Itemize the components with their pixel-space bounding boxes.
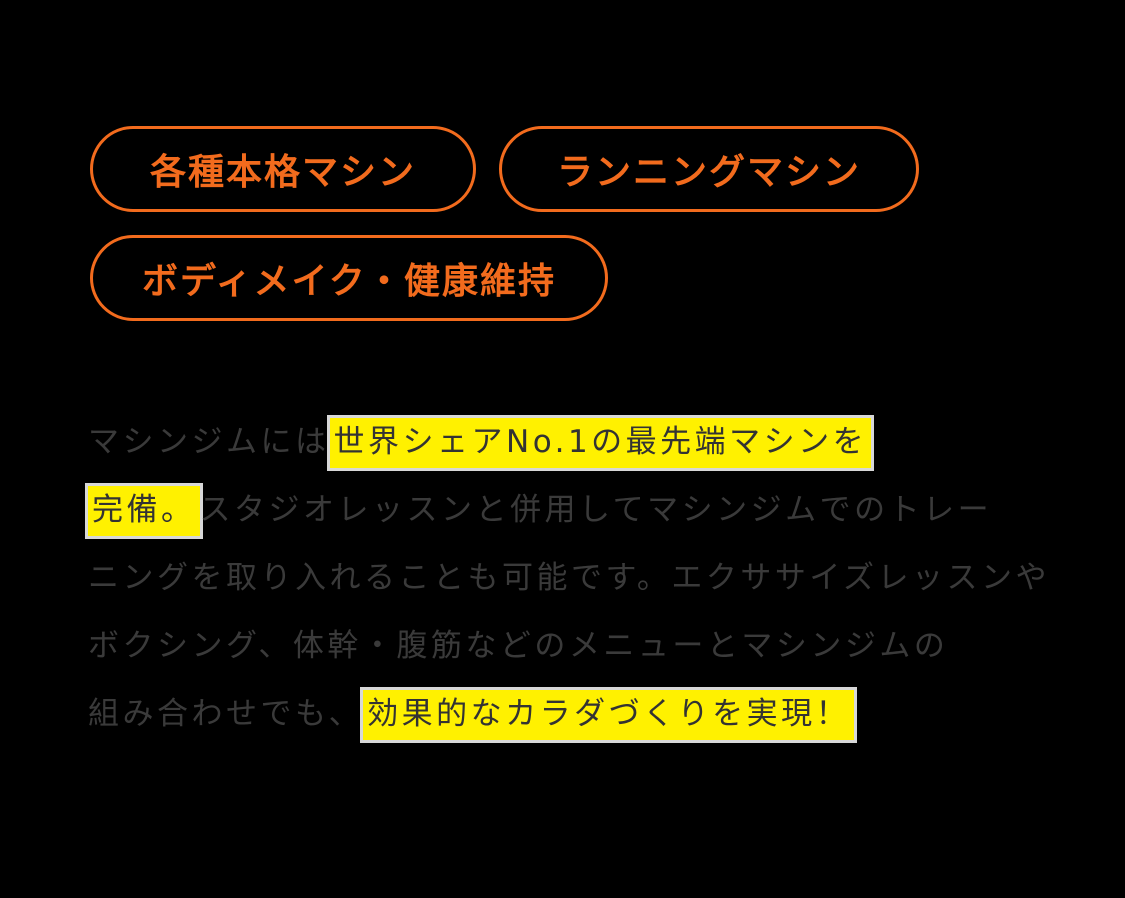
plain-text: ニングを取り入れることも可能です。エクササイズレッスンや bbox=[88, 560, 1050, 596]
description-line: 組み合わせでも、効果的なカラダづくりを実現！ bbox=[88, 680, 1048, 748]
description-line: 完備。スタジオレッスンと併用してマシンジムでのトレー bbox=[88, 476, 1048, 544]
description-line: マシンジムには世界シェアNo.1の最先端マシンを bbox=[88, 408, 1048, 476]
plain-text: 組み合わせでも、 bbox=[88, 696, 364, 732]
highlighted-text: 効果的なカラダづくりを実現！ bbox=[363, 690, 855, 740]
highlighted-text: 世界シェアNo.1の最先端マシンを bbox=[329, 418, 872, 468]
tag-pill-running-machines: ランニングマシン bbox=[499, 126, 919, 212]
highlighted-text: 完備。 bbox=[88, 486, 200, 536]
plain-text: ボクシング、体幹・腹筋などのメニューとマシンジムの bbox=[88, 628, 949, 664]
tag-label: ボディメイク・健康維持 bbox=[141, 261, 557, 302]
description-line: ボクシング、体幹・腹筋などのメニューとマシンジムの bbox=[88, 612, 1048, 680]
tag-label: 各種本格マシン bbox=[149, 152, 416, 193]
description-paragraph: マシンジムには世界シェアNo.1の最先端マシンを 完備。スタジオレッスンと併用し… bbox=[88, 408, 1048, 748]
plain-text: マシンジムには bbox=[88, 424, 330, 460]
description-line: ニングを取り入れることも可能です。エクササイズレッスンや bbox=[88, 544, 1048, 612]
plain-text: スタジオレッスンと併用してマシンジムでのトレー bbox=[199, 492, 993, 528]
tag-pill-body-make: ボディメイク・健康維持 bbox=[90, 235, 608, 321]
tag-pill-machines: 各種本格マシン bbox=[90, 126, 476, 212]
tag-label: ランニングマシン bbox=[556, 152, 861, 193]
